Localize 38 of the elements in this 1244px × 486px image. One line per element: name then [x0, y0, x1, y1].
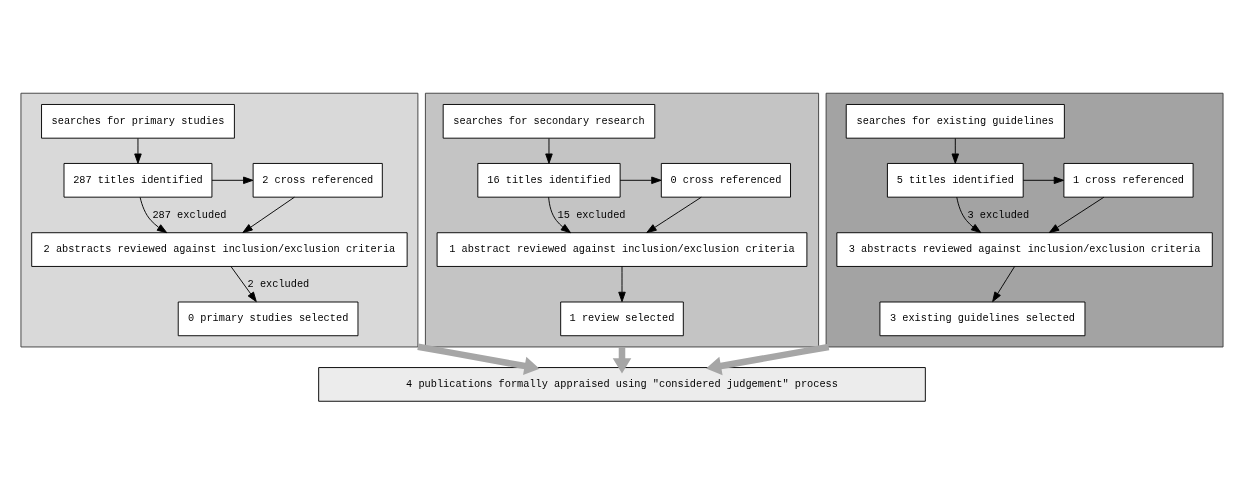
arrow [242, 196, 295, 233]
node-box: 1 cross referenced [1063, 162, 1194, 198]
arrow [1048, 196, 1105, 233]
arrow [134, 137, 142, 164]
node-box: 3 abstracts reviewed against inclusion/exclusion criteria [836, 231, 1213, 267]
node-box: 1 abstract reviewed against inclusion/exclusion criteria [436, 231, 808, 267]
arrow [548, 196, 571, 233]
node-box: searches for primary studies [41, 103, 235, 139]
cluster [825, 92, 1224, 347]
node-box: 5 titles identified [886, 162, 1024, 198]
node-box: 4 publications formally appraised using "considered judgement" process [318, 366, 926, 402]
node-box: searches for secondary research [442, 103, 656, 139]
arrow [618, 265, 626, 302]
node-box: 16 titles identified [477, 162, 621, 198]
arrow [951, 137, 960, 164]
edge-label: 287 excluded [152, 208, 227, 221]
cluster [20, 92, 419, 347]
arrow [619, 176, 662, 184]
node-box: searches for existing guidelines [845, 103, 1065, 139]
node-box: 0 primary studies selected [177, 301, 359, 336]
arrow [646, 196, 702, 233]
node-box: 2 abstracts reviewed against inclusion/exclusion criteria [31, 231, 408, 267]
edge-label: 2 excluded [247, 277, 310, 290]
cluster [424, 92, 820, 347]
node-box: 2 cross referenced [252, 162, 383, 198]
arrow [211, 176, 254, 184]
node-box: 1 review selected [560, 301, 684, 336]
arrow [992, 265, 1016, 302]
edge-label: 15 excluded [557, 208, 626, 221]
node-box: 287 titles identified [63, 162, 213, 198]
node-box: 0 cross referenced [660, 162, 791, 198]
arrow [545, 137, 553, 164]
arrow [139, 196, 168, 233]
node-box: 3 existing guidelines selected [879, 301, 1086, 336]
arrow [956, 196, 982, 233]
arrow [230, 265, 257, 302]
arrow [1022, 176, 1065, 184]
edge-label: 3 excluded [967, 208, 1030, 221]
